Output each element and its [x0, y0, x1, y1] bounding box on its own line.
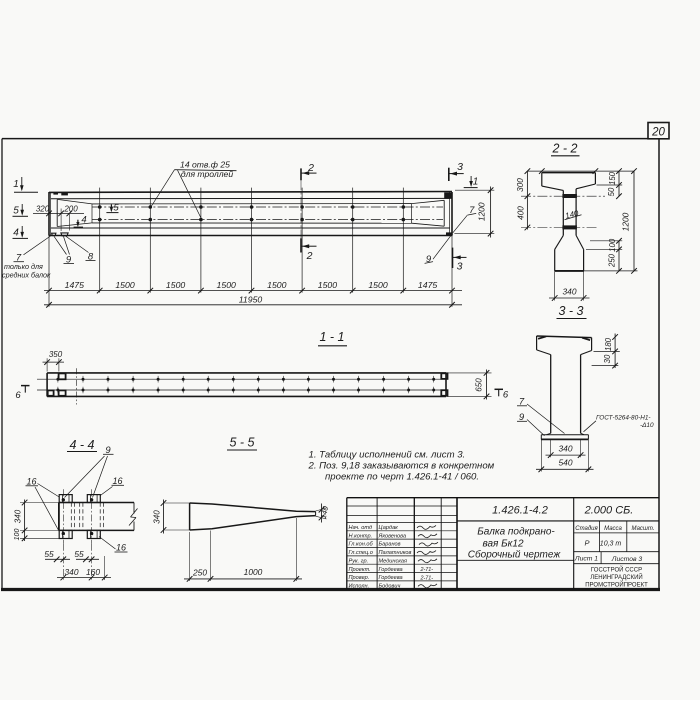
svg-text:Гл.кон.об: Гл.кон.об [349, 542, 374, 548]
svg-text:16: 16 [112, 476, 122, 486]
svg-text:Гл.спец.о: Гл.спец.о [349, 550, 373, 556]
svg-text:340: 340 [559, 443, 573, 453]
svg-text:1200: 1200 [621, 212, 631, 231]
svg-text:340: 340 [13, 509, 22, 523]
svg-text:1: 1 [473, 176, 479, 187]
svg-text:2-71-: 2-71- [420, 575, 434, 581]
svg-text:средних балок: средних балок [2, 271, 51, 280]
svg-text:50: 50 [607, 187, 616, 196]
svg-text:250: 250 [192, 567, 207, 577]
svg-text:16: 16 [116, 543, 126, 553]
svg-text:Яковенова: Яковенова [378, 533, 407, 539]
svg-text:ГОССТРОЙ СССР: ГОССТРОЙ СССР [591, 566, 642, 574]
svg-text:5: 5 [113, 203, 119, 214]
svg-text:только для: только для [4, 262, 43, 271]
svg-text:1: 1 [13, 179, 19, 190]
svg-text:6: 6 [15, 390, 21, 401]
svg-text:55: 55 [44, 549, 54, 559]
svg-text:Масса: Масса [604, 526, 622, 532]
svg-text:150: 150 [608, 171, 617, 185]
svg-text:540: 540 [559, 458, 573, 468]
svg-text:3: 3 [457, 261, 463, 273]
svg-text:Цардак: Цардак [379, 525, 399, 531]
svg-text:1475: 1475 [418, 280, 437, 290]
svg-text:Палатников: Палатников [379, 550, 412, 556]
svg-text:340: 340 [152, 510, 161, 524]
svg-text:20: 20 [651, 127, 665, 139]
svg-text:250: 250 [608, 253, 617, 268]
svg-text:Исполн.: Исполн. [349, 584, 370, 590]
svg-text:Проект.: Проект. [349, 567, 371, 573]
svg-text:180: 180 [604, 337, 613, 351]
svg-text:1.426.1-4.2: 1.426.1-4.2 [492, 505, 548, 517]
svg-text:5 - 5: 5 - 5 [229, 436, 254, 450]
svg-text:1500: 1500 [318, 280, 337, 290]
svg-text:340: 340 [65, 567, 79, 577]
svg-text:300: 300 [516, 178, 525, 192]
svg-text:проекте по черт 1.426.1-41 / 0: проекте по черт 1.426.1-41 / 060. [325, 472, 479, 483]
svg-text:1500: 1500 [368, 280, 387, 290]
svg-text:2. Поз. 9,18 заказываются в ко: 2. Поз. 9,18 заказываются в конкретном [308, 461, 495, 472]
svg-text:350: 350 [49, 350, 63, 359]
svg-text:1500: 1500 [166, 280, 185, 290]
svg-text:4: 4 [81, 214, 86, 225]
svg-text:1500: 1500 [115, 280, 134, 290]
svg-text:1000: 1000 [244, 567, 263, 577]
svg-text:ГОСТ-5264-80-Н1-: ГОСТ-5264-80-Н1- [596, 415, 651, 422]
svg-text:Нач. отд: Нач. отд [349, 525, 373, 531]
svg-text:1200: 1200 [477, 202, 487, 221]
svg-text:Лист 1: Лист 1 [574, 556, 598, 563]
svg-text:11950: 11950 [239, 294, 263, 304]
svg-text:Балка подкрано-: Балка подкрано- [477, 527, 555, 538]
svg-text:2: 2 [306, 250, 313, 262]
svg-text:1 - 1: 1 - 1 [319, 330, 344, 344]
svg-text:100: 100 [608, 238, 617, 252]
svg-text:14 отв.ф 25: 14 отв.ф 25 [180, 159, 230, 169]
svg-text:Баранов: Баранов [379, 542, 401, 548]
svg-text:Гордеева: Гордеева [379, 567, 403, 573]
svg-text:2: 2 [307, 162, 314, 174]
svg-text:1475: 1475 [65, 280, 84, 290]
svg-text:55: 55 [74, 549, 84, 559]
svg-text:3 - 3: 3 - 3 [558, 304, 583, 318]
svg-text:Бодович: Бодович [379, 584, 401, 590]
svg-text:ПРОМСТРОЙПРОЕКТ: ПРОМСТРОЙПРОЕКТ [585, 581, 648, 589]
svg-text:30: 30 [603, 354, 612, 363]
svg-text:5: 5 [13, 205, 19, 216]
svg-text:Масшт.: Масшт. [632, 526, 655, 532]
svg-text:Н.контр.: Н.контр. [349, 533, 373, 539]
svg-text:Сборочный чертеж: Сборочный чертеж [468, 549, 562, 561]
svg-text:Рук. гр.: Рук. гр. [349, 558, 369, 564]
svg-text:Мединская: Мединская [379, 558, 408, 564]
svg-text:10,3 т: 10,3 т [600, 541, 622, 548]
svg-text:650: 650 [475, 378, 484, 392]
svg-text:4 - 4: 4 - 4 [69, 438, 94, 452]
svg-text:16: 16 [26, 476, 36, 486]
svg-text:вая Бк12: вая Бк12 [482, 539, 523, 550]
svg-text:ЛЕНИНГРАДСКИЙ: ЛЕНИНГРАДСКИЙ [590, 573, 643, 581]
svg-text:2.000 СБ.: 2.000 СБ. [584, 505, 634, 517]
svg-text:6: 6 [503, 390, 509, 401]
svg-text:-Δ10: -Δ10 [640, 422, 654, 429]
svg-text:1500: 1500 [217, 280, 236, 290]
svg-text:2-71-: 2-71- [420, 567, 434, 573]
svg-text:1500: 1500 [267, 280, 286, 290]
svg-text:340: 340 [563, 287, 577, 297]
svg-text:Стадия: Стадия [575, 526, 598, 532]
svg-text:Листов 3: Листов 3 [611, 556, 643, 563]
svg-text:3: 3 [457, 161, 463, 173]
svg-text:100: 100 [14, 529, 21, 541]
svg-text:2 - 2: 2 - 2 [551, 142, 577, 156]
svg-text:1. Таблицу исполнений см. лис: 1. Таблицу исполнений см. лист 3. [309, 450, 466, 461]
svg-text:320: 320 [36, 204, 50, 213]
svg-text:Р: Р [584, 539, 589, 548]
svg-text:400: 400 [517, 206, 526, 220]
svg-text:9: 9 [426, 254, 432, 265]
svg-text:Гордеева: Гордеева [379, 575, 403, 581]
svg-text:4: 4 [13, 228, 19, 239]
svg-text:Провер.: Провер. [349, 575, 370, 581]
